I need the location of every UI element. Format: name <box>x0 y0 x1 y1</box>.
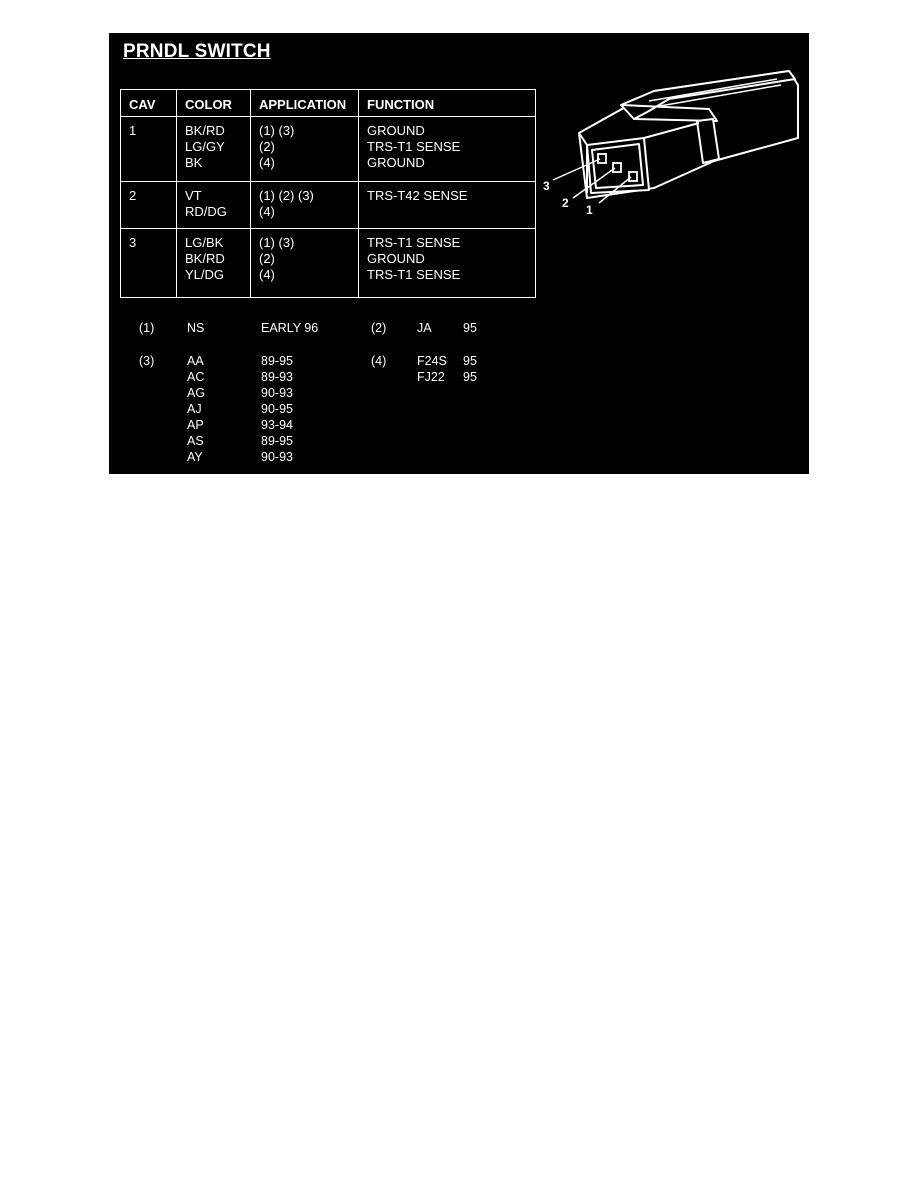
note-code: AY <box>187 450 203 464</box>
note-year: 89-95 <box>261 354 293 368</box>
note-year: 95 <box>463 370 477 384</box>
table-row: 1 BK/RD LG/GY BK (1) (3) (2) (4) GROUND … <box>120 116 536 182</box>
note-year: 90-95 <box>261 402 293 416</box>
pin-label-2: 2 <box>562 196 569 210</box>
cell-application: (1) (2) (3) (4) <box>250 181 359 229</box>
connector-terminals <box>597 153 638 182</box>
pin-label-3: 3 <box>543 179 550 193</box>
note-code: AP <box>187 418 204 432</box>
cell-color: VT RD/DG <box>176 181 251 229</box>
note-code: JA <box>417 321 432 335</box>
note-year: 95 <box>463 321 477 335</box>
note-code: AG <box>187 386 206 400</box>
note-code: AC <box>187 370 205 384</box>
connector-illustration: 3 2 1 <box>543 70 799 217</box>
pinout-table: CAV COLOR APPLICATION FUNCTION 1 BK/RD L… <box>120 89 536 298</box>
pin-label-1: 1 <box>586 203 593 217</box>
cell-application: (1) (3) (2) (4) <box>250 116 359 182</box>
note-code: AJ <box>187 402 202 416</box>
cell-function: GROUND TRS-T1 SENSE GROUND <box>358 116 536 182</box>
note-code: AS <box>187 434 204 448</box>
note-marker: (4) <box>371 354 387 368</box>
connector-body <box>578 70 799 199</box>
note-year: 90-93 <box>261 386 293 400</box>
cell-cav: 1 <box>120 116 177 182</box>
application-notes: (1) NS EARLY 96 (2) JA 95 (3) AA 89-95 A… <box>109 33 809 474</box>
note-year: 89-95 <box>261 434 293 448</box>
cell-cav: 2 <box>120 181 177 229</box>
cell-function: TRS-T1 SENSE GROUND TRS-T1 SENSE <box>358 228 536 298</box>
note-code: F24S <box>417 354 447 368</box>
table-row: 2 VT RD/DG (1) (2) (3) (4) TRS-T42 SENSE <box>120 181 536 229</box>
header-function: FUNCTION <box>358 89 536 117</box>
note-marker: (3) <box>139 354 155 368</box>
diagram-title: PRNDL SWITCH <box>123 41 271 62</box>
cell-application: (1) (3) (2) (4) <box>250 228 359 298</box>
note-year: 93-94 <box>261 418 293 432</box>
pin-leader-lines <box>552 158 632 204</box>
note-code: AA <box>187 354 204 368</box>
header-color: COLOR <box>176 89 251 117</box>
note-marker: (1) <box>139 321 155 335</box>
cell-color: LG/BK BK/RD YL/DG <box>176 228 251 298</box>
cell-function: TRS-T42 SENSE <box>358 181 536 229</box>
header-cav: CAV <box>120 89 177 117</box>
cell-cav: 3 <box>120 228 177 298</box>
table-row: 3 LG/BK BK/RD YL/DG (1) (3) (2) (4) TRS-… <box>120 228 536 298</box>
note-year: 90-93 <box>261 450 293 464</box>
table-header-row: CAV COLOR APPLICATION FUNCTION <box>120 89 536 117</box>
note-year: 95 <box>463 354 477 368</box>
note-year: 89-93 <box>261 370 293 384</box>
note-marker: (2) <box>371 321 387 335</box>
note-code: FJ22 <box>417 370 445 384</box>
note-year: EARLY 96 <box>261 321 319 335</box>
note-code: NS <box>187 321 205 335</box>
header-application: APPLICATION <box>250 89 359 117</box>
diagram-panel: PRNDL SWITCH CAV COLOR APPLICATION FUNCT… <box>109 33 809 474</box>
